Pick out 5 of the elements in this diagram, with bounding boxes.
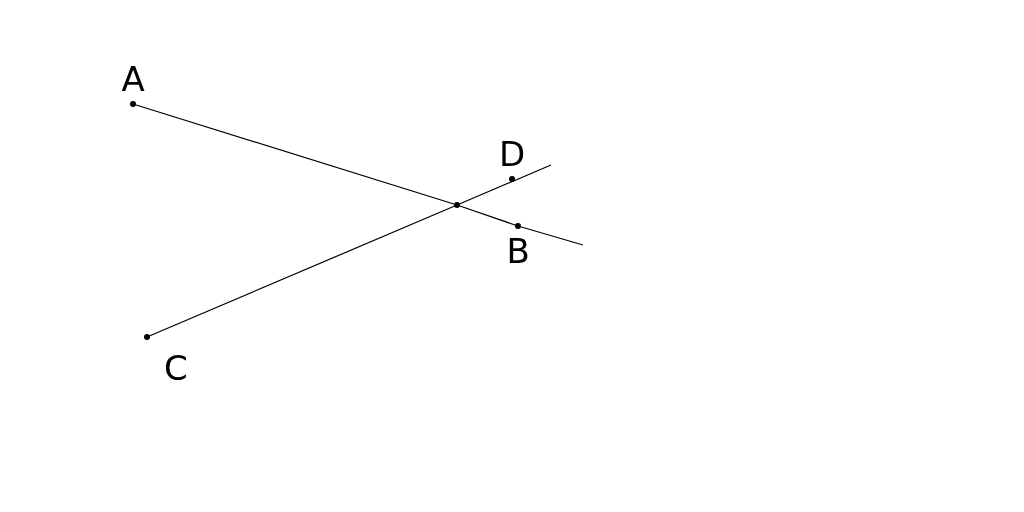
point-label: A xyxy=(121,61,145,97)
point-label: D xyxy=(499,136,526,172)
point-label: C xyxy=(164,350,188,386)
point-dot xyxy=(454,202,460,208)
point-label: B xyxy=(506,233,530,269)
